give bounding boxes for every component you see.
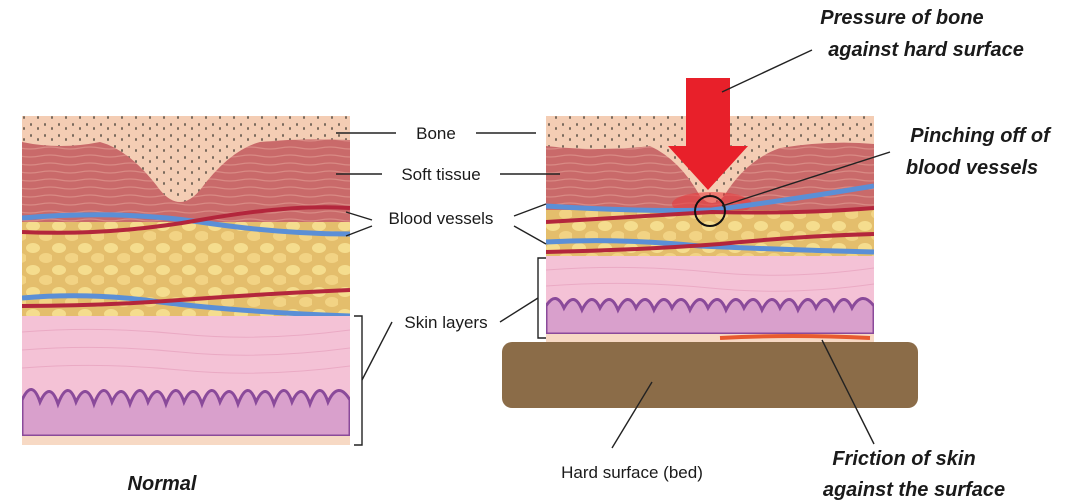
epidermis-wave-right bbox=[546, 298, 874, 334]
label-friction-line2: against the surface bbox=[823, 479, 1005, 501]
label-bone: Bone bbox=[416, 124, 456, 143]
skin-surface-left bbox=[22, 436, 350, 445]
label-pressure-line2: against hard surface bbox=[828, 39, 1024, 61]
fat-layer-left bbox=[22, 222, 350, 316]
label-pinching-line1: Pinching off of bbox=[910, 125, 1052, 147]
friction-highlight bbox=[720, 336, 870, 338]
label-friction-line1: Friction of skin bbox=[832, 448, 975, 470]
label-blood-vessels: Blood vessels bbox=[389, 209, 494, 228]
label-skin-layers: Skin layers bbox=[404, 313, 487, 332]
normal-tissue-block bbox=[22, 116, 350, 445]
hard-surface-bed bbox=[502, 342, 918, 408]
label-normal: Normal bbox=[128, 473, 197, 495]
label-hard-surface: Hard surface (bed) bbox=[561, 463, 703, 482]
label-pinching-line2: blood vessels bbox=[906, 157, 1038, 179]
label-soft-tissue: Soft tissue bbox=[401, 165, 480, 184]
label-pressure-line1: Pressure of bone bbox=[820, 7, 983, 29]
epidermis-wave-left bbox=[22, 389, 350, 436]
